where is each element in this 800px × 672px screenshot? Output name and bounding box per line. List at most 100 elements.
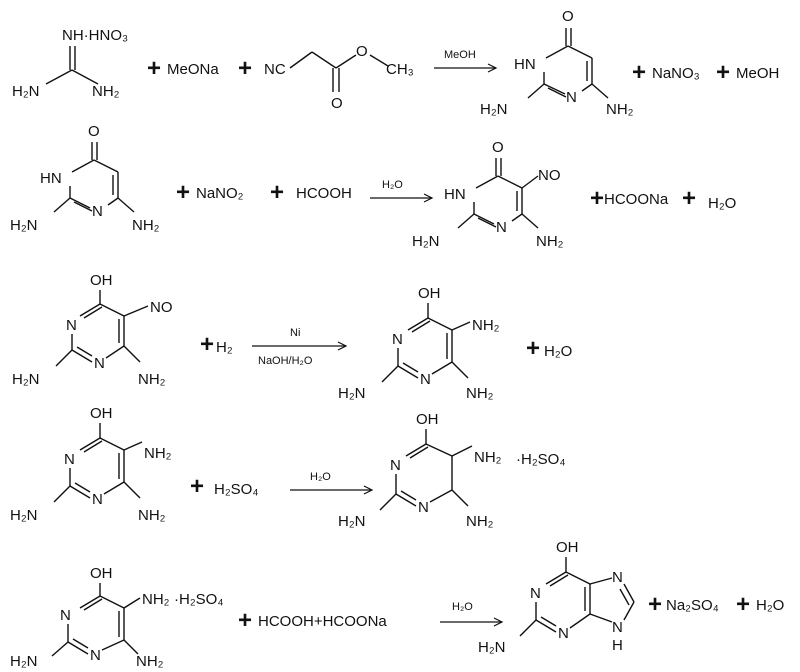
guanine: OH N N H₂N N N H [478,539,635,656]
byproduct-1: HCOONa [604,191,669,208]
ring-n: N [566,89,577,106]
amino-left: H₂N [338,513,366,530]
amino-top: NH₂ [474,449,502,466]
ring-oxygen: O [492,139,504,156]
ring-n-bottom: N [90,647,101,664]
byproduct-2: H₂O [756,597,784,614]
reaction-1: NH·HNO₃ H₂N NH₂ + MeONa + NC O O CH₃ MeO… [12,8,779,118]
plus-sign: + [200,331,214,358]
byproduct-2: H₂O [708,195,736,212]
reaction-arrow [434,63,498,73]
plus-sign: + [270,179,284,206]
ring-n-top: N [390,457,401,474]
amino-right: NH₂ [466,385,494,402]
sodium-methoxide: MeONa [167,61,219,78]
condition-label: MeOH [444,49,476,61]
ring-oxygen: O [562,8,574,25]
ring-n: N [496,219,507,236]
amino-top: NH₂ [142,591,170,608]
triaminopyrimidinol-sulfate-reactant: OH NH₂ ·H₂SO₄ N N H₂N NH₂ [10,565,223,670]
ring-n-bottom: N [418,499,429,516]
guanidine-imine-label: NH·HNO₃ [62,27,128,44]
reaction-3: OH NO N N H₂N NH₂ + H₂ Ni NaOH/H₂O [12,272,572,402]
ring-nh: HN [444,186,466,203]
amino-left: H₂N [412,233,440,250]
plus-sign: + [526,335,540,362]
ring-n-bottom: N [558,625,569,642]
condition-label: H₂O [382,179,403,191]
ring-n-top: N [66,317,77,334]
plus-sign: + [238,55,252,82]
amino-left: H₂N [10,653,38,670]
amino-right: NH₂ [136,653,164,670]
amino-top: NH₂ [472,317,500,334]
amino-left: H₂N [480,101,508,118]
guanidine-amino-left: H₂N [12,83,40,100]
plus-sign: + [632,59,646,86]
ring-n-top: N [530,585,541,602]
reaction-arrow [290,485,374,495]
imidazole-h: H [612,637,623,654]
byproduct-1: H₂O [544,343,572,360]
hydroxyl: OH [90,272,113,289]
amino-right: NH₂ [466,513,494,530]
nitroso-pyrimidinol: OH NO N N H₂N NH₂ [12,272,173,388]
nitroso-group: NO [538,167,561,184]
methyl-label: CH₃ [386,61,414,78]
reaction-arrow [370,193,434,203]
triaminopyrimidinol: OH NH₂ N N H₂N NH₂ [338,285,500,402]
triaminopyrimidinol-reactant: OH NH₂ N N H₂N NH₂ [10,405,172,524]
sulfate-salt: ·H₂SO₄ [174,591,223,608]
plus-sign: + [648,591,662,618]
amino-right: NH₂ [138,507,166,524]
diaminopyrimidinone: O HN N H₂N NH₂ [480,8,634,118]
nitroso-pyrimidinone: O NO HN N H₂N NH₂ [412,139,564,250]
amino-right: NH₂ [138,371,166,388]
guanidine-nitrate: NH·HNO₃ H₂N NH₂ [12,27,128,100]
sulfate-salt: ·H₂SO₄ [516,451,565,468]
guanidine-amino-right: NH₂ [92,83,120,100]
condition-solvent: NaOH/H₂O [258,355,313,367]
amino-left: H₂N [10,507,38,524]
nitrile-label: NC [264,61,286,78]
byproduct-1: NaNO₃ [652,65,700,82]
plus-sign: + [147,55,161,82]
ring-nh: HN [40,170,62,187]
reaction-arrow [252,341,348,351]
plus-sign: + [590,185,604,212]
formic-acid-formate: HCOOH+HCOONa [258,613,387,630]
ring-n-top: N [64,451,75,468]
imidazole-nh: N [612,619,623,636]
amino-left: H₂N [12,371,40,388]
amino-top: NH₂ [144,445,172,462]
plus-sign: + [716,59,730,86]
formic-acid: HCOOH [296,185,352,202]
hydroxyl: OH [556,539,579,556]
sodium-nitrite: NaNO₂ [196,185,244,202]
plus-sign: + [238,607,252,634]
sulfuric-acid: H₂SO₄ [214,481,258,498]
reaction-2: O HN N H₂N NH₂ + NaNO₂ + HCOOH H₂O [10,123,736,250]
ring-n-bottom: N [94,355,105,372]
ring-n-bottom: N [420,371,431,388]
plus-sign: + [682,185,696,212]
amino-right: NH₂ [132,217,160,234]
condition-label: H₂O [452,601,473,613]
amino-left: H₂N [10,217,38,234]
ring-n-bottom: N [92,491,103,508]
ring-nh: HN [514,56,536,73]
hydroxyl: OH [418,285,441,302]
plus-sign: + [176,179,190,206]
byproduct-2: MeOH [736,65,779,82]
hydrogen: H₂ [216,339,233,356]
plus-sign: + [736,591,750,618]
condition-label: H₂O [310,471,331,483]
ring-n-top: N [60,607,71,624]
reaction-4: OH NH₂ N N H₂N NH₂ + H₂SO₄ H₂O [10,405,565,530]
plus-sign: + [190,473,204,500]
amino-left: H₂N [478,639,506,656]
hydroxyl: OH [90,405,113,422]
hydroxyl: OH [416,411,439,428]
methyl-cyanoacetate: NC O O CH₃ [264,43,414,112]
